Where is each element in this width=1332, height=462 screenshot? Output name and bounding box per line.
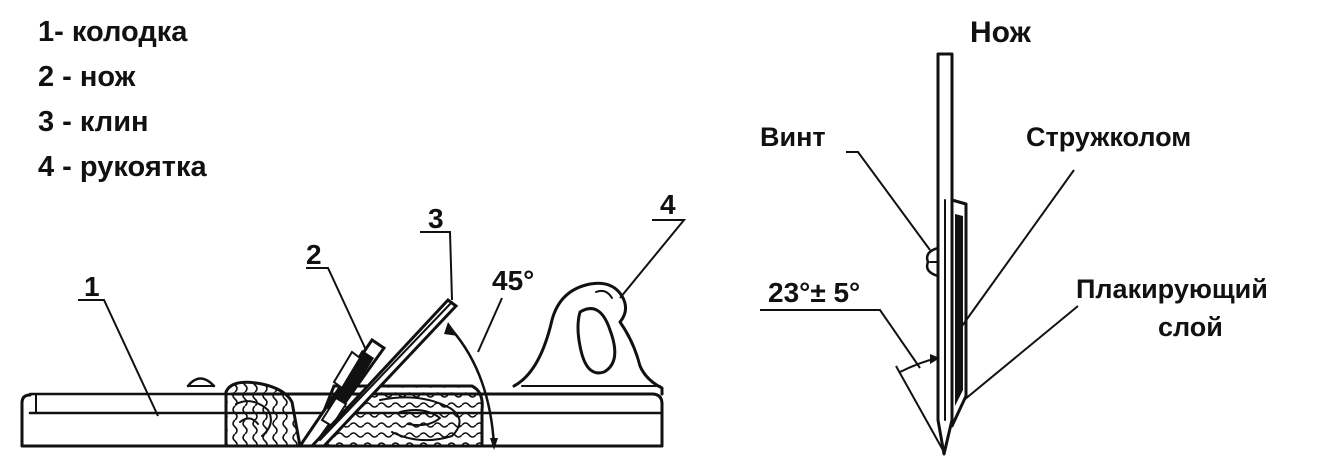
knife-title: Нож <box>970 16 1032 49</box>
wood-block-front <box>224 380 302 448</box>
callout-1: 1 <box>84 271 100 302</box>
knife-chipbreaker <box>950 198 968 428</box>
angle-45-label: 45° <box>492 265 534 296</box>
legend-item-3: 3 - клин <box>38 106 149 138</box>
plane-blade <box>297 337 387 448</box>
angle-45-marker <box>444 297 503 450</box>
knife-leader-lines <box>846 151 1079 401</box>
chipbreaker-label: Стружколом <box>1026 122 1191 152</box>
callout-4: 4 <box>660 189 676 220</box>
callout-3: 3 <box>428 203 444 234</box>
plane-wedge <box>308 297 459 448</box>
knife-blade <box>936 52 954 456</box>
screw-label: Винт <box>760 122 826 152</box>
knife-screw <box>925 246 940 278</box>
angle-23-label: 23°± 5° <box>768 277 860 308</box>
hand-plane-drawing: 1 2 3 4 45° <box>20 189 687 450</box>
parts-legend: 1- колодка 2 - нож 3 - клин 4 - рукоятка <box>38 10 207 190</box>
cladding-label-line2: слой <box>1158 312 1223 342</box>
legend-item-1: 1- колодка <box>38 16 188 48</box>
angle-23-marker <box>760 309 945 453</box>
cladding-label-line1: Плакирующий <box>1076 274 1268 304</box>
legend-item-2: 2 - нож <box>38 61 136 93</box>
callout-2: 2 <box>306 239 322 270</box>
knife-drawing: Нож Винт Стружколом <box>760 16 1268 456</box>
plane-handle <box>512 281 664 396</box>
legend-item-4: 4 - рукоятка <box>38 151 207 183</box>
plane-leader-lines <box>78 219 687 417</box>
